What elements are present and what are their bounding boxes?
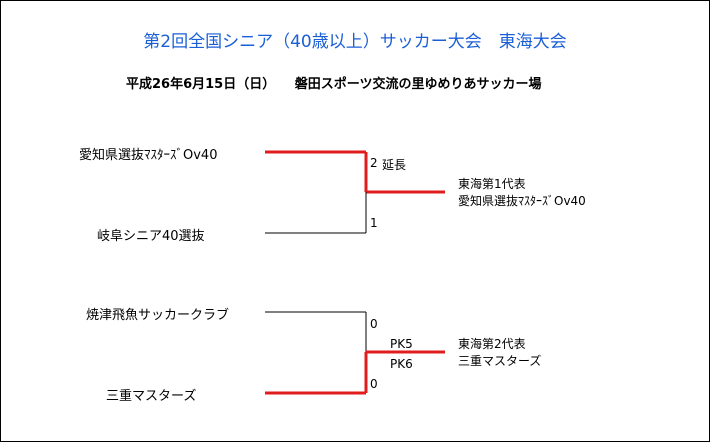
m1-winner-label: 東海第1代表 (458, 177, 526, 191)
m2-team-top: 焼津飛魚サッカークラブ (86, 308, 230, 323)
m1-extra-time: 延長 (382, 158, 407, 172)
m2-score-top: 0 (370, 317, 378, 331)
m2-pk-bottom: PK6 (390, 357, 413, 371)
m2-team-bottom: 三重マスターズ (106, 389, 197, 404)
page-title: 第2回全国シニア（40歳以上）サッカー大会 東海大会 (143, 32, 567, 52)
m2-score-bottom: 0 (370, 377, 378, 391)
m2-winner-label: 東海第2代表 (458, 337, 526, 351)
m1-winner-name: 愛知県選抜ﾏｽﾀｰｽﾞOv40 (458, 194, 586, 208)
m1-score-top: 2 (370, 156, 378, 170)
event-date-venue: 平成26年6月15日（日） 磐田スポーツ交流の里ゆめりあサッカー場 (126, 77, 542, 92)
m1-score-bottom: 1 (370, 216, 378, 230)
m2-pk-top: PK5 (390, 337, 413, 351)
m1-team-top: 愛知県選抜ﾏｽﾀｰｽﾞOv40 (79, 148, 218, 163)
m1-team-bottom: 岐阜シニア40選抜 (97, 229, 205, 244)
m2-winner-name: 三重マスターズ (458, 354, 542, 368)
